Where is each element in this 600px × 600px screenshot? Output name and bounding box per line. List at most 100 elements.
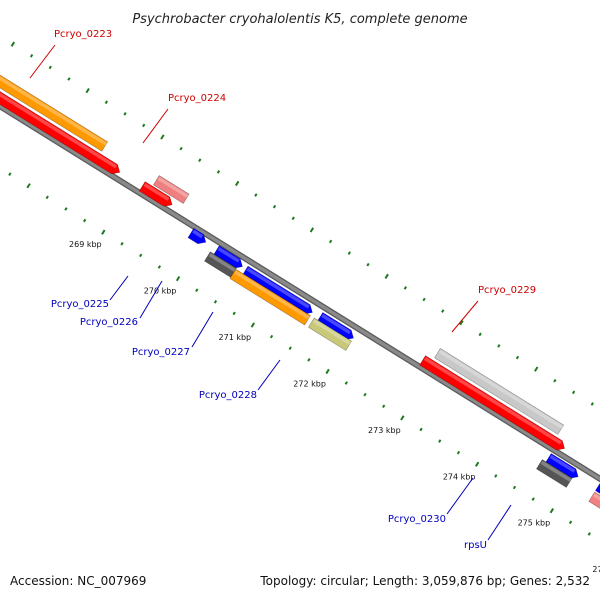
tick-dot-upper	[160, 134, 165, 140]
tick-dot-upper	[515, 355, 520, 360]
tick-dot-lower	[175, 275, 181, 282]
tick-dot-lower	[195, 288, 199, 293]
tick-dot-lower	[438, 439, 442, 443]
map-title: Psychrobacter cryohalolentis K5, complet…	[132, 12, 467, 27]
tick-dot-lower	[139, 253, 143, 258]
red-feature-0224-shine	[143, 182, 170, 201]
blue-feature-0228-shine	[321, 313, 351, 335]
khaki-feature-0228	[308, 317, 353, 351]
tick-dot-upper	[309, 227, 315, 233]
orange-feature-0227	[229, 268, 311, 326]
red-feature-0224	[138, 181, 173, 207]
tick-dot-lower	[382, 404, 386, 409]
pink-feature-rpsu-shape	[588, 491, 600, 512]
orange-feature-0223-shine	[0, 41, 108, 146]
tick-dot-upper	[29, 53, 34, 58]
tick-dot-upper	[142, 123, 146, 128]
tick-dot-upper	[123, 112, 127, 116]
khaki-feature-0228-shine	[312, 319, 352, 345]
tick-dot-lower	[325, 368, 330, 375]
tick-dot-upper	[459, 320, 464, 326]
accession-text: Accession: NC_007969	[10, 574, 147, 588]
red-feature-0223	[0, 51, 121, 175]
tick-dot-lower	[568, 520, 573, 525]
gene-label: Pcryo_0224	[168, 93, 226, 104]
gray-feature-0230	[536, 459, 573, 488]
tick-dot-upper	[347, 251, 351, 255]
tick-dot-lower	[232, 311, 236, 316]
pink-feature-0224-shine	[157, 176, 189, 198]
gene-label: rpsU	[464, 540, 487, 551]
gray-feature-0225-shine	[208, 253, 236, 272]
tick-dot-upper	[384, 273, 389, 279]
tick-dot-lower	[288, 346, 292, 351]
gray-feature-0230-shine	[540, 460, 572, 482]
tick-dot-upper	[497, 344, 501, 348]
tick-dots	[8, 41, 594, 536]
tick-dot-lower	[531, 497, 535, 501]
orange-feature-0223	[0, 39, 109, 152]
label-leader-line	[257, 359, 281, 391]
gene-label: Pcryo_0225	[51, 299, 109, 310]
blue-feature-0230	[544, 453, 579, 479]
tick-dot-upper	[254, 193, 258, 197]
tick-dot-upper	[85, 87, 90, 94]
silver-feature-0229	[434, 348, 565, 435]
tick-dot-lower	[419, 427, 423, 432]
blue-feature-0230-shine	[549, 454, 576, 473]
gene-features	[0, 39, 600, 512]
kbp-label: 276 kbp	[592, 565, 600, 574]
pink-feature-rpsu	[588, 491, 600, 512]
tick-dot-upper	[198, 158, 202, 163]
label-leader-line	[29, 44, 56, 79]
silver-feature-0229-shape	[434, 348, 565, 435]
red-feature-0223-shape	[0, 51, 121, 175]
gene-label: Pcryo_0223	[54, 29, 112, 40]
blue-feature-0226-shine	[246, 267, 310, 309]
tick-dot-upper	[10, 41, 16, 47]
tick-dot-lower	[494, 474, 498, 478]
tick-dot-upper	[235, 180, 240, 187]
tick-dot-upper	[403, 286, 408, 290]
tick-dot-lower	[587, 532, 591, 536]
label-leader-line	[451, 300, 479, 333]
tick-dot-lower	[250, 322, 256, 328]
tick-dot-lower	[213, 300, 218, 304]
tick-dot-upper	[553, 378, 557, 383]
gene-labels: Pcryo_0223Pcryo_0224Pcryo_0229Pcryo_0225…	[29, 29, 536, 551]
kbp-label: 271 kbp	[219, 333, 252, 342]
tick-dot-upper	[48, 65, 52, 70]
kbp-label: 273 kbp	[368, 426, 401, 435]
tick-dot-lower	[363, 392, 367, 397]
gene-label: Pcryo_0227	[132, 347, 190, 358]
tick-dot-lower	[269, 334, 274, 339]
pink-feature-0224-shape	[152, 175, 190, 204]
pink-feature-0224	[152, 175, 190, 204]
gene-label: Pcryo_0229	[478, 285, 536, 296]
label-leader-line	[139, 280, 163, 319]
tick-dot-lower	[456, 450, 461, 455]
tick-dot-lower	[307, 358, 311, 362]
blue-feature-a-shine	[192, 229, 204, 239]
tick-dot-upper	[590, 402, 594, 406]
tick-dot-upper	[291, 216, 295, 221]
kbp-label: 269 kbp	[69, 240, 102, 249]
tick-dot-upper	[216, 170, 221, 174]
tick-dot-upper	[534, 366, 539, 372]
tick-dot-upper	[571, 390, 576, 395]
red-feature-0229-shape	[419, 355, 565, 451]
blue-feature-0225-shape	[212, 245, 243, 269]
tick-dot-upper	[272, 204, 277, 209]
kbp-label: 272 kbp	[293, 379, 326, 388]
red-feature-0229	[419, 355, 565, 451]
red-feature-0229-shine	[423, 357, 562, 445]
orange-feature-0227-shine	[234, 270, 310, 320]
label-leader-line	[142, 108, 169, 144]
tick-dot-lower	[64, 207, 68, 211]
tick-dot-upper	[104, 100, 108, 105]
tick-dot-upper	[422, 297, 426, 302]
gray-feature-0225	[204, 251, 237, 278]
genome-summary-text: Topology: circular; Length: 3,059,876 bp…	[260, 574, 590, 588]
